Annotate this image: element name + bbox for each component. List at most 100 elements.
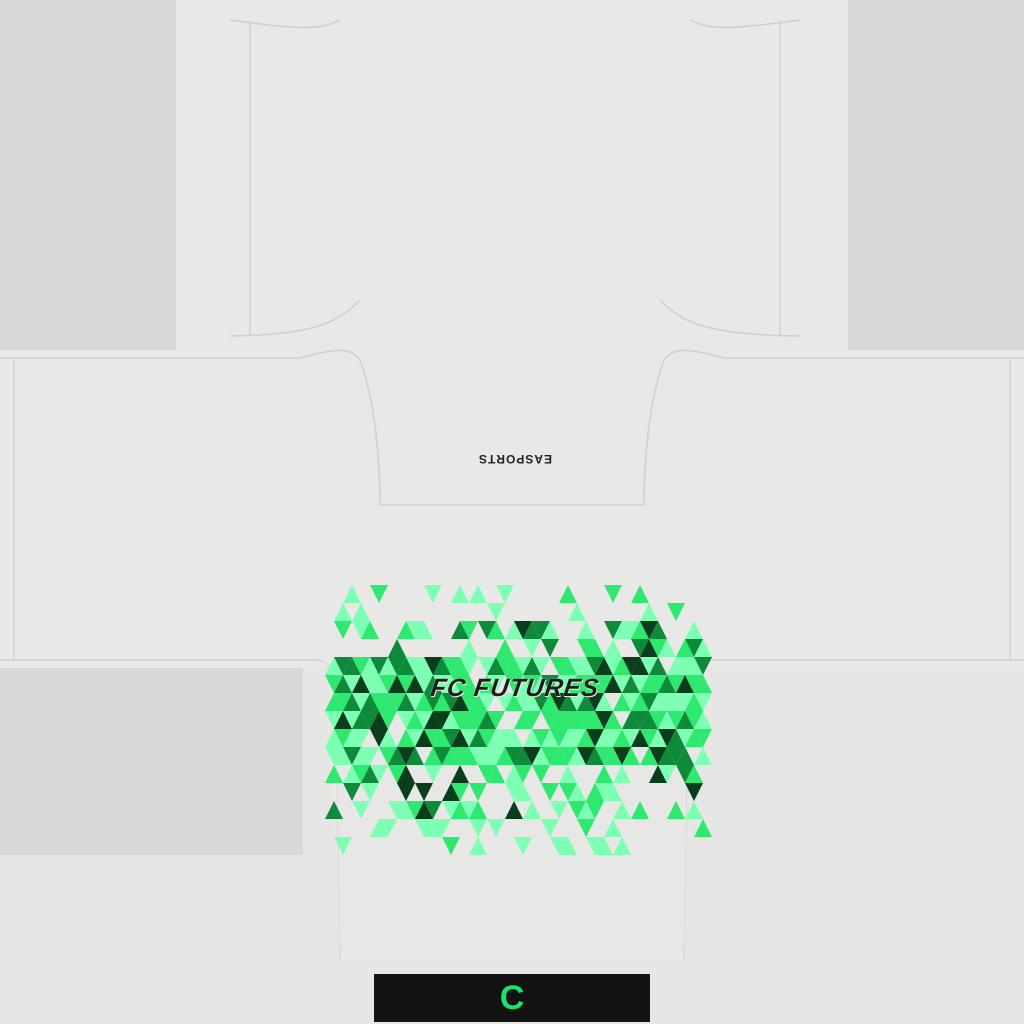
mosaic-triangle <box>622 657 640 675</box>
mosaic-triangle <box>613 765 631 783</box>
mosaic-triangle <box>550 837 568 855</box>
mosaic-triangle <box>370 675 388 693</box>
mosaic-triangle <box>415 693 433 711</box>
mosaic-triangle <box>667 729 685 747</box>
mosaic-triangle <box>352 711 370 729</box>
mosaic-triangle <box>694 639 712 657</box>
mosaic-triangle <box>424 747 442 765</box>
mosaic-triangle <box>541 711 559 729</box>
mosaic-triangle <box>550 675 568 693</box>
mosaic-triangle <box>496 657 514 675</box>
mosaic-triangle <box>658 747 676 765</box>
captain-armband: C <box>374 974 650 1022</box>
mosaic-triangle <box>523 747 541 765</box>
mosaic-triangle <box>586 639 604 657</box>
mosaic-triangle <box>577 711 595 729</box>
mosaic-triangle <box>433 657 451 675</box>
mosaic-triangle <box>406 729 424 747</box>
mosaic-triangle <box>460 657 478 675</box>
mosaic-triangle <box>577 747 595 765</box>
mosaic-triangle <box>541 747 559 765</box>
mosaic-triangle <box>451 585 469 603</box>
mosaic-triangle <box>442 657 460 675</box>
mosaic-triangle <box>541 783 559 801</box>
mosaic-triangle <box>397 675 415 693</box>
mosaic-triangle <box>658 639 676 657</box>
mosaic-triangle <box>532 657 550 675</box>
mosaic-triangle <box>595 729 613 747</box>
mosaic-triangle <box>415 621 433 639</box>
mosaic-triangle <box>478 693 496 711</box>
mosaic-triangle <box>523 657 541 675</box>
mosaic-triangle <box>352 675 370 693</box>
mosaic-triangle <box>397 747 415 765</box>
mosaic-triangle <box>523 675 541 693</box>
mosaic-triangle <box>352 729 370 747</box>
mosaic-triangle <box>325 657 343 675</box>
mosaic-triangle <box>559 693 577 711</box>
mosaic-triangle <box>397 711 415 729</box>
mosaic-triangle <box>451 729 469 747</box>
mosaic-triangle <box>685 711 703 729</box>
mosaic-triangle <box>559 657 577 675</box>
mosaic-triangle <box>505 621 523 639</box>
mosaic-triangle <box>631 585 649 603</box>
mosaic-triangle <box>469 801 487 819</box>
mosaic-triangle <box>487 729 505 747</box>
mosaic-triangle <box>505 657 523 675</box>
mosaic-triangle <box>631 729 649 747</box>
mosaic-triangle <box>577 693 595 711</box>
mosaic-triangle <box>568 801 586 819</box>
mosaic-triangle <box>460 639 478 657</box>
mosaic-triangle <box>496 693 514 711</box>
mosaic-triangle <box>649 657 667 675</box>
mosaic-triangle <box>442 675 460 693</box>
mosaic-triangle <box>469 747 487 765</box>
mosaic-triangle <box>586 711 604 729</box>
mosaic-triangle <box>424 585 442 603</box>
mosaic-triangle <box>523 693 541 711</box>
mosaic-triangle <box>694 819 712 837</box>
sleeves-panel <box>0 350 1024 668</box>
mosaic-triangle <box>505 675 523 693</box>
mosaic-triangle <box>433 693 451 711</box>
mosaic-triangle <box>451 801 469 819</box>
mosaic-triangle <box>451 657 469 675</box>
mosaic-triangle <box>334 675 352 693</box>
mosaic-triangle <box>532 693 550 711</box>
mosaic-triangle <box>487 621 505 639</box>
mosaic-triangle <box>559 585 577 603</box>
mosaic-triangle <box>568 657 586 675</box>
mosaic-triangle <box>343 693 361 711</box>
mosaic-triangle <box>577 819 595 837</box>
mosaic-triangle <box>694 711 712 729</box>
mosaic-triangle <box>658 711 676 729</box>
mosaic-triangle <box>514 675 532 693</box>
mosaic-triangle <box>388 747 406 765</box>
mosaic-triangle <box>469 711 487 729</box>
mosaic-triangle <box>397 801 415 819</box>
mosaic-triangle <box>514 783 532 801</box>
mosaic-triangle <box>415 801 433 819</box>
mosaic-triangle <box>523 711 541 729</box>
mosaic-triangle <box>496 639 514 657</box>
mosaic-triangle <box>451 765 469 783</box>
mosaic-triangle <box>370 711 388 729</box>
mosaic-triangle <box>325 747 343 765</box>
mosaic-triangle <box>676 729 694 747</box>
mosaic-triangle <box>514 837 532 855</box>
mosaic-triangle <box>442 729 460 747</box>
mosaic-triangle <box>532 729 550 747</box>
mosaic-triangle <box>631 621 649 639</box>
mosaic-triangle <box>514 711 532 729</box>
mosaic-triangle <box>622 675 640 693</box>
mosaic-triangle <box>631 693 649 711</box>
mosaic-triangle <box>397 765 415 783</box>
mosaic-triangle <box>694 675 712 693</box>
mosaic-triangle <box>352 801 370 819</box>
mosaic-triangle <box>595 837 613 855</box>
mosaic-triangle <box>325 801 343 819</box>
mosaic-triangle <box>613 747 631 765</box>
mosaic-triangle <box>658 765 676 783</box>
mosaic-triangle <box>613 675 631 693</box>
